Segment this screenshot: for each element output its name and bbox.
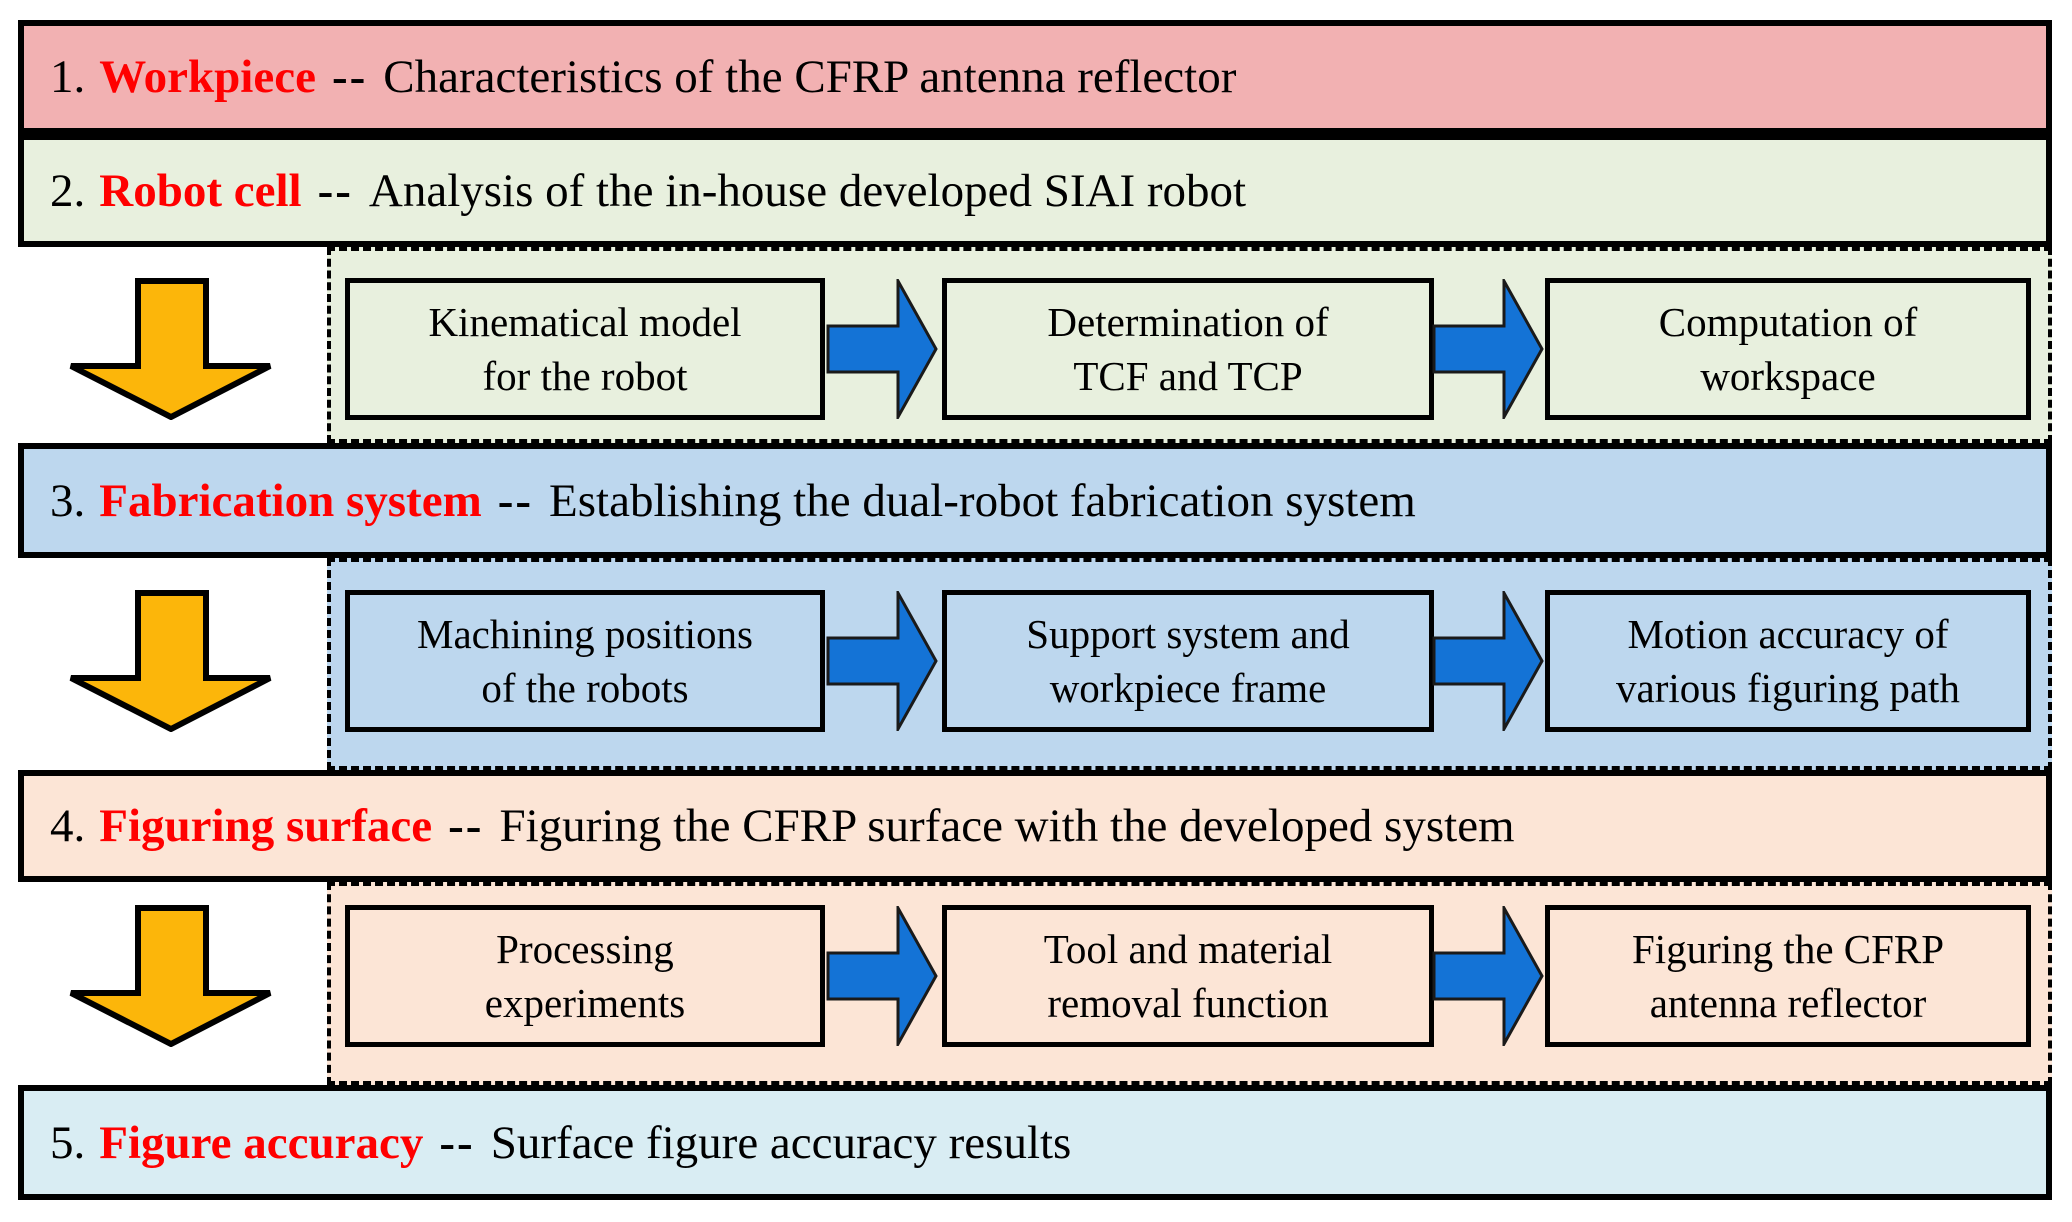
section-band-3: 3. Fabrication system -- Establishing th… xyxy=(18,443,2052,558)
right-arrow-icon xyxy=(826,279,938,419)
step-box-label: Kinematical model for the robot xyxy=(428,298,742,399)
right-arrow-icon xyxy=(1432,906,1544,1046)
section-separator: -- xyxy=(497,474,534,527)
step-box-label: Tool and material removal function xyxy=(1043,925,1333,1026)
section-separator: -- xyxy=(448,800,484,852)
section-description: Characteristics of the CFRP antenna refl… xyxy=(383,51,1237,103)
section-separator: -- xyxy=(439,1116,475,1169)
step-box: Processing experiments xyxy=(345,905,825,1047)
down-arrow-icon xyxy=(69,278,272,420)
step-box: Motion accuracy of various figuring path xyxy=(1545,590,2031,732)
section-number: 3. xyxy=(50,474,86,527)
step-box-label: Machining positions of the robots xyxy=(417,610,753,711)
section-description: Figuring the CFRP surface with the devel… xyxy=(499,800,1515,852)
step-box: Determination of TCF and TCP xyxy=(942,278,1434,420)
section-description: Surface figure accuracy results xyxy=(490,1116,1072,1169)
step-box: Computation of workspace xyxy=(1545,278,2031,420)
section-band-4: 4. Figuring surface -- Figuring the CFRP… xyxy=(18,770,2052,882)
step-box-label: Computation of workspace xyxy=(1658,298,1918,399)
step-box-label: Support system and workpiece frame xyxy=(1026,610,1350,711)
right-arrow-icon xyxy=(826,906,938,1046)
section-description: Analysis of the in-house developed SIAI … xyxy=(368,164,1247,217)
section-title: Workpiece xyxy=(99,51,316,103)
step-box-label: Determination of TCF and TCP xyxy=(1047,298,1329,399)
right-arrow-icon xyxy=(1432,279,1544,419)
section-separator: -- xyxy=(317,164,353,217)
section-band-5: 5. Figure accuracy -- Surface figure acc… xyxy=(18,1085,2052,1200)
section-separator: -- xyxy=(331,51,368,103)
section-number: 4. xyxy=(50,800,86,852)
right-arrow-icon xyxy=(826,591,938,731)
step-box: Tool and material removal function xyxy=(942,905,1434,1047)
step-box: Support system and workpiece frame xyxy=(942,590,1434,732)
step-box: Kinematical model for the robot xyxy=(345,278,825,420)
section-description: Establishing the dual-robot fabrication … xyxy=(549,474,1416,527)
section-title: Figure accuracy xyxy=(99,1116,424,1169)
section-band-2: 2. Robot cell -- Analysis of the in-hous… xyxy=(18,134,2052,247)
down-arrow-icon xyxy=(69,590,272,732)
section-number: 5. xyxy=(50,1116,86,1169)
step-box: Figuring the CFRP antenna reflector xyxy=(1545,905,2031,1047)
section-title: Fabrication system xyxy=(99,474,482,527)
section-title: Robot cell xyxy=(99,164,302,217)
step-box-label: Figuring the CFRP antenna reflector xyxy=(1631,925,1945,1026)
right-arrow-icon xyxy=(1432,591,1544,731)
down-arrow-icon xyxy=(69,905,272,1047)
section-title: Figuring surface xyxy=(99,800,433,852)
step-box: Machining positions of the robots xyxy=(345,590,825,732)
section-number: 2. xyxy=(50,164,86,217)
section-band-1: 1. Workpiece -- Characteristics of the C… xyxy=(18,20,2052,134)
section-number: 1. xyxy=(50,51,86,103)
step-box-label: Motion accuracy of various figuring path xyxy=(1616,610,1960,711)
step-box-label: Processing experiments xyxy=(484,925,686,1026)
